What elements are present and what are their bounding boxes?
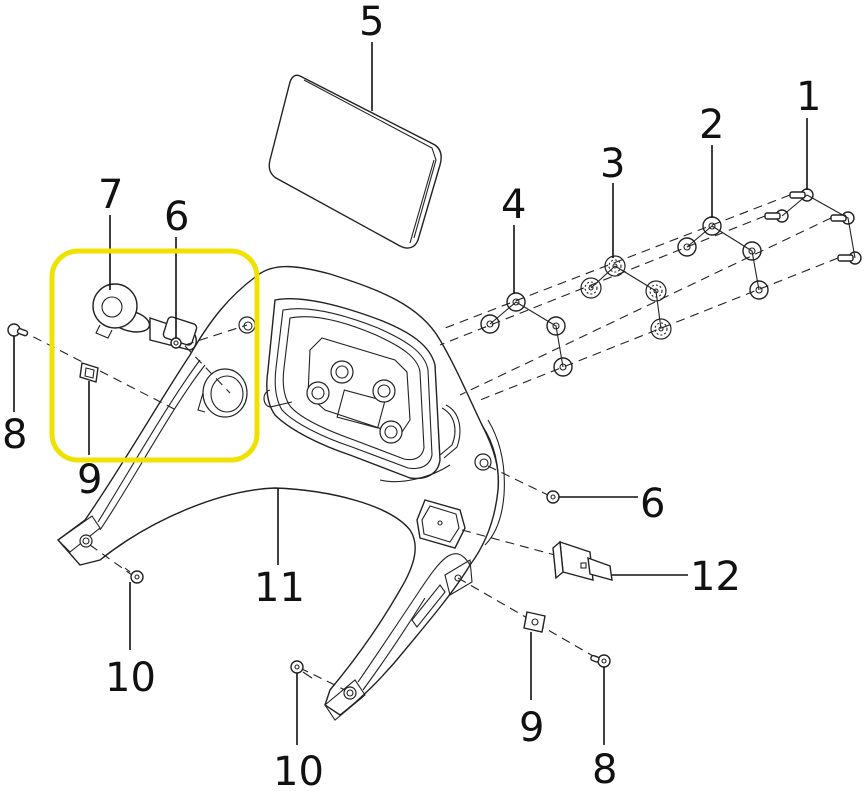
callout-9-left: 9	[77, 457, 102, 503]
leader-lines	[13, 42, 808, 745]
bolt	[830, 211, 855, 225]
callout-1: 1	[796, 74, 821, 120]
callout-11: 11	[254, 565, 305, 611]
callout-2: 2	[699, 102, 724, 148]
part-9-clip-left	[79, 362, 99, 383]
socket-mount-hole	[197, 368, 248, 418]
bolt	[837, 251, 862, 265]
callout-12: 12	[690, 554, 741, 600]
callout-7: 7	[98, 172, 123, 218]
part-10-rivet-left	[124, 567, 144, 584]
callout-4: 4	[501, 182, 526, 228]
instrument-housing	[263, 298, 461, 483]
bolt	[764, 209, 789, 223]
callout-6-top: 6	[164, 194, 189, 240]
part-2-washers	[677, 216, 769, 300]
part-9-clip-bottom	[523, 611, 546, 633]
part-10-rivet-bottom	[290, 660, 313, 679]
callout-8-left: 8	[2, 412, 27, 458]
callout-10-left: 10	[105, 655, 156, 701]
highlight-box	[49, 248, 260, 463]
panel-boss-right	[474, 453, 492, 471]
part-3-grommets	[580, 255, 672, 340]
part-1-bolts	[764, 188, 862, 265]
callout-5: 5	[359, 0, 384, 45]
part-8-screw-left	[7, 323, 29, 337]
part-6-screw-right	[546, 490, 560, 504]
callout-labels: 1 2 3 4 5 6 6 7 8 8 9 9 10 10 11 12	[2, 0, 821, 791]
part-8-screw-bottom	[590, 654, 611, 668]
callout-3: 3	[600, 141, 625, 187]
callout-6-right: 6	[640, 481, 665, 527]
part-12-switch	[552, 540, 613, 581]
callout-9-bottom: 9	[519, 705, 544, 751]
callout-10-bottom: 10	[273, 749, 324, 791]
switch-mount-opening	[416, 499, 466, 549]
part-7-power-socket	[92, 283, 198, 351]
part-5-cover	[268, 74, 442, 249]
boss-screw-hole	[306, 360, 403, 444]
part-4-washers	[480, 292, 573, 377]
part-6-screw-top	[170, 337, 182, 349]
callout-8-bottom: 8	[592, 747, 617, 791]
